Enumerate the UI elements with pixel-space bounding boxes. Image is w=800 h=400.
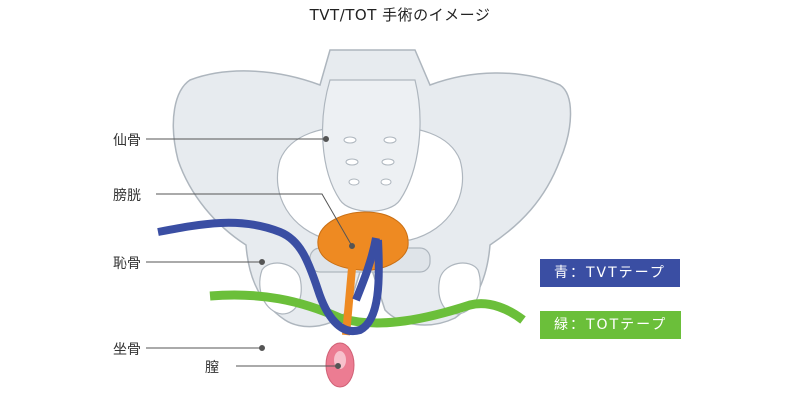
tvt-tape-overlay <box>352 237 380 302</box>
legend-tvt-tape: 青：TVTテープ <box>540 259 680 287</box>
tot-tape <box>209 290 526 328</box>
label-bladder: 膀胱 <box>113 188 141 204</box>
urethra <box>342 267 356 336</box>
label-sacrum: 仙骨 <box>113 133 141 149</box>
diagram-title: TVT/TOT 手術のイメージ <box>309 6 491 24</box>
label-vagina: 膣 <box>205 360 219 376</box>
sacrum-bone <box>321 79 421 212</box>
leader-lines <box>146 136 355 369</box>
label-ischium: 坐骨 <box>113 342 141 358</box>
sacral-foramina <box>343 136 397 186</box>
tvt-tape <box>157 218 383 335</box>
bladder <box>317 211 409 271</box>
label-pubis: 恥骨 <box>113 256 141 272</box>
legend-tot-tape: 緑：TOTテープ <box>540 311 682 339</box>
